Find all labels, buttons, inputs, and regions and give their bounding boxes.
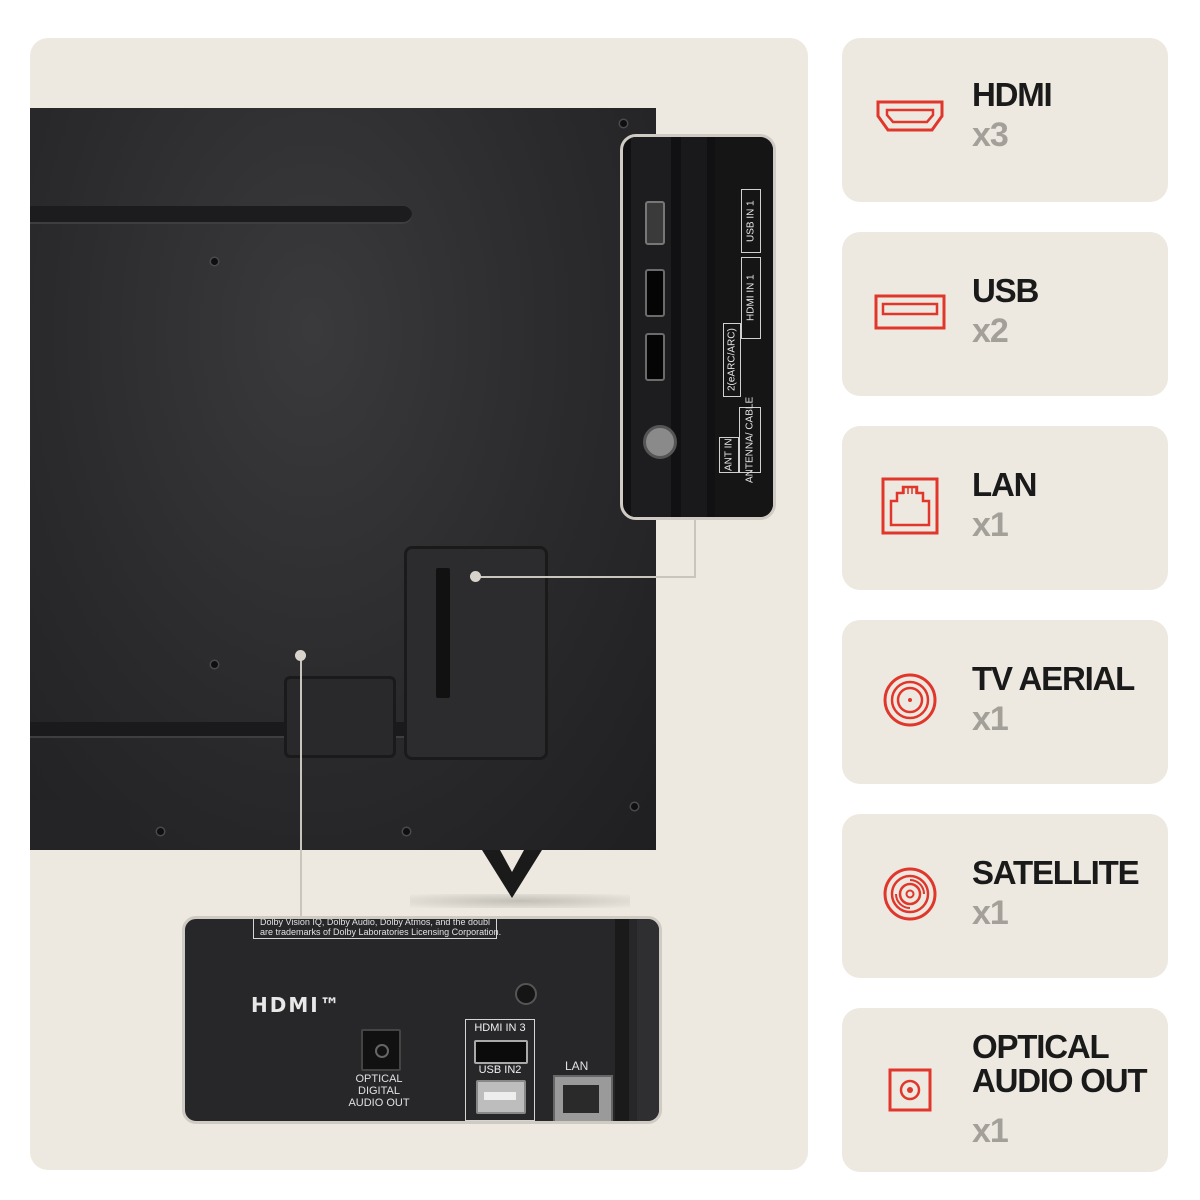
screw xyxy=(403,828,410,835)
dolby-sticker: Dolby Vision IQ, Dolby Audio, Dolby Atmo… xyxy=(253,917,502,939)
feature-title: HDMI xyxy=(972,76,1053,113)
feature-card-tv-aerial: TV AERIAL x1 xyxy=(842,620,1168,784)
usb-in-2-label: USB IN2 xyxy=(478,1064,522,1076)
stand-shadow xyxy=(410,894,630,908)
lan-port-icon xyxy=(872,468,948,544)
antenna-text: ANTENNA/ CABLE xyxy=(744,396,756,484)
lan-port xyxy=(553,1075,613,1121)
screw xyxy=(515,983,537,1005)
hdmi-port xyxy=(645,269,665,317)
tv-back-photo: USB IN 1 HDMI IN 1 2(eARC/ARC) ANTENNA/ … xyxy=(30,38,808,1170)
hdmi-in-3-label: HDMI IN 3 xyxy=(474,1022,526,1034)
screw xyxy=(211,258,218,265)
feature-count: x1 xyxy=(972,506,1009,544)
usb-in-label: USB IN 1 xyxy=(741,189,761,253)
port-strip xyxy=(436,568,450,698)
usb-port xyxy=(645,201,665,245)
hdmi-arc-label: 2(eARC/ARC) xyxy=(723,323,741,397)
antenna-connector xyxy=(643,425,677,459)
hdmi-in-text: HDMI IN xyxy=(745,283,757,322)
hdmi-in-number: 1 xyxy=(745,274,757,281)
tv-back-panel xyxy=(30,108,656,850)
callout-line xyxy=(300,660,302,918)
sticker-line: Dolby Vision IQ, Dolby Audio, Dolby Atmo… xyxy=(260,917,490,927)
feature-count: x3 xyxy=(972,116,1009,154)
feature-card-usb: USB x2 xyxy=(842,232,1168,396)
lower-housing xyxy=(30,800,130,850)
closeup-side-ports: USB IN 1 HDMI IN 1 2(eARC/ARC) ANTENNA/ … xyxy=(620,134,776,520)
hdmi-port xyxy=(474,1040,528,1064)
feature-title: TV AERIAL xyxy=(972,660,1135,697)
feature-card-hdmi: HDMI x3 xyxy=(842,38,1168,202)
feature-title: USB xyxy=(972,272,1039,309)
side-io-panel xyxy=(284,676,396,758)
top-vent xyxy=(30,206,412,224)
lan-label: LAN xyxy=(565,1059,589,1073)
screw xyxy=(157,828,164,835)
feature-count: x2 xyxy=(972,312,1009,350)
hdmi-in-label: HDMI IN 1 xyxy=(741,257,761,339)
tv-aerial-icon xyxy=(872,662,948,738)
sticker-line: are trademarks of Dolby Laboratories Lic… xyxy=(260,927,502,937)
ant-in-label: ANT IN xyxy=(719,437,739,473)
feature-card-optical-audio: OPTICAL AUDIO OUT x1 xyxy=(842,1008,1168,1172)
optical-audio-icon xyxy=(872,1052,948,1128)
usb-port-icon xyxy=(872,274,948,350)
feature-card-lan: LAN x1 xyxy=(842,426,1168,590)
hdmi-usb-port-group: HDMI IN 3 USB IN2 xyxy=(465,1019,535,1121)
feature-count: x1 xyxy=(972,1112,1009,1150)
callout-dot xyxy=(470,571,481,582)
callout-line xyxy=(476,576,696,578)
hdmi-arc-text: 2(eARC/ARC) xyxy=(726,328,738,392)
optical-label: OPTICAL DIGITAL AUDIO OUT xyxy=(348,1073,410,1109)
closeup-rear-ports: Dolby Vision IQ, Dolby Audio, Dolby Atmo… xyxy=(182,916,662,1124)
screw xyxy=(211,661,218,668)
hdmi-port xyxy=(645,333,665,381)
hdmi-port-icon xyxy=(872,78,948,154)
satellite-icon xyxy=(872,856,948,932)
usb-in-text: USB IN xyxy=(745,208,757,242)
feature-count: x1 xyxy=(972,894,1009,932)
callout-line xyxy=(694,512,696,578)
usb-port xyxy=(476,1080,526,1114)
feature-title: OPTICAL AUDIO OUT xyxy=(972,1028,1148,1099)
antenna-label: ANTENNA/ CABLE xyxy=(739,397,761,483)
callout-dot xyxy=(295,650,306,661)
screw xyxy=(631,803,638,810)
optical-port xyxy=(361,1029,401,1071)
feature-card-satellite: SATELLITE x1 xyxy=(842,814,1168,978)
usb-in-number: 1 xyxy=(745,200,757,206)
feature-title: SATELLITE xyxy=(972,854,1140,891)
hdmi-logo: HDMI™ xyxy=(251,993,342,1017)
tv-stand-cutout xyxy=(500,850,524,872)
feature-count: x1 xyxy=(972,700,1009,738)
ant-in-text: ANT IN xyxy=(723,438,735,472)
screw xyxy=(620,120,627,127)
feature-title: LAN xyxy=(972,466,1037,503)
